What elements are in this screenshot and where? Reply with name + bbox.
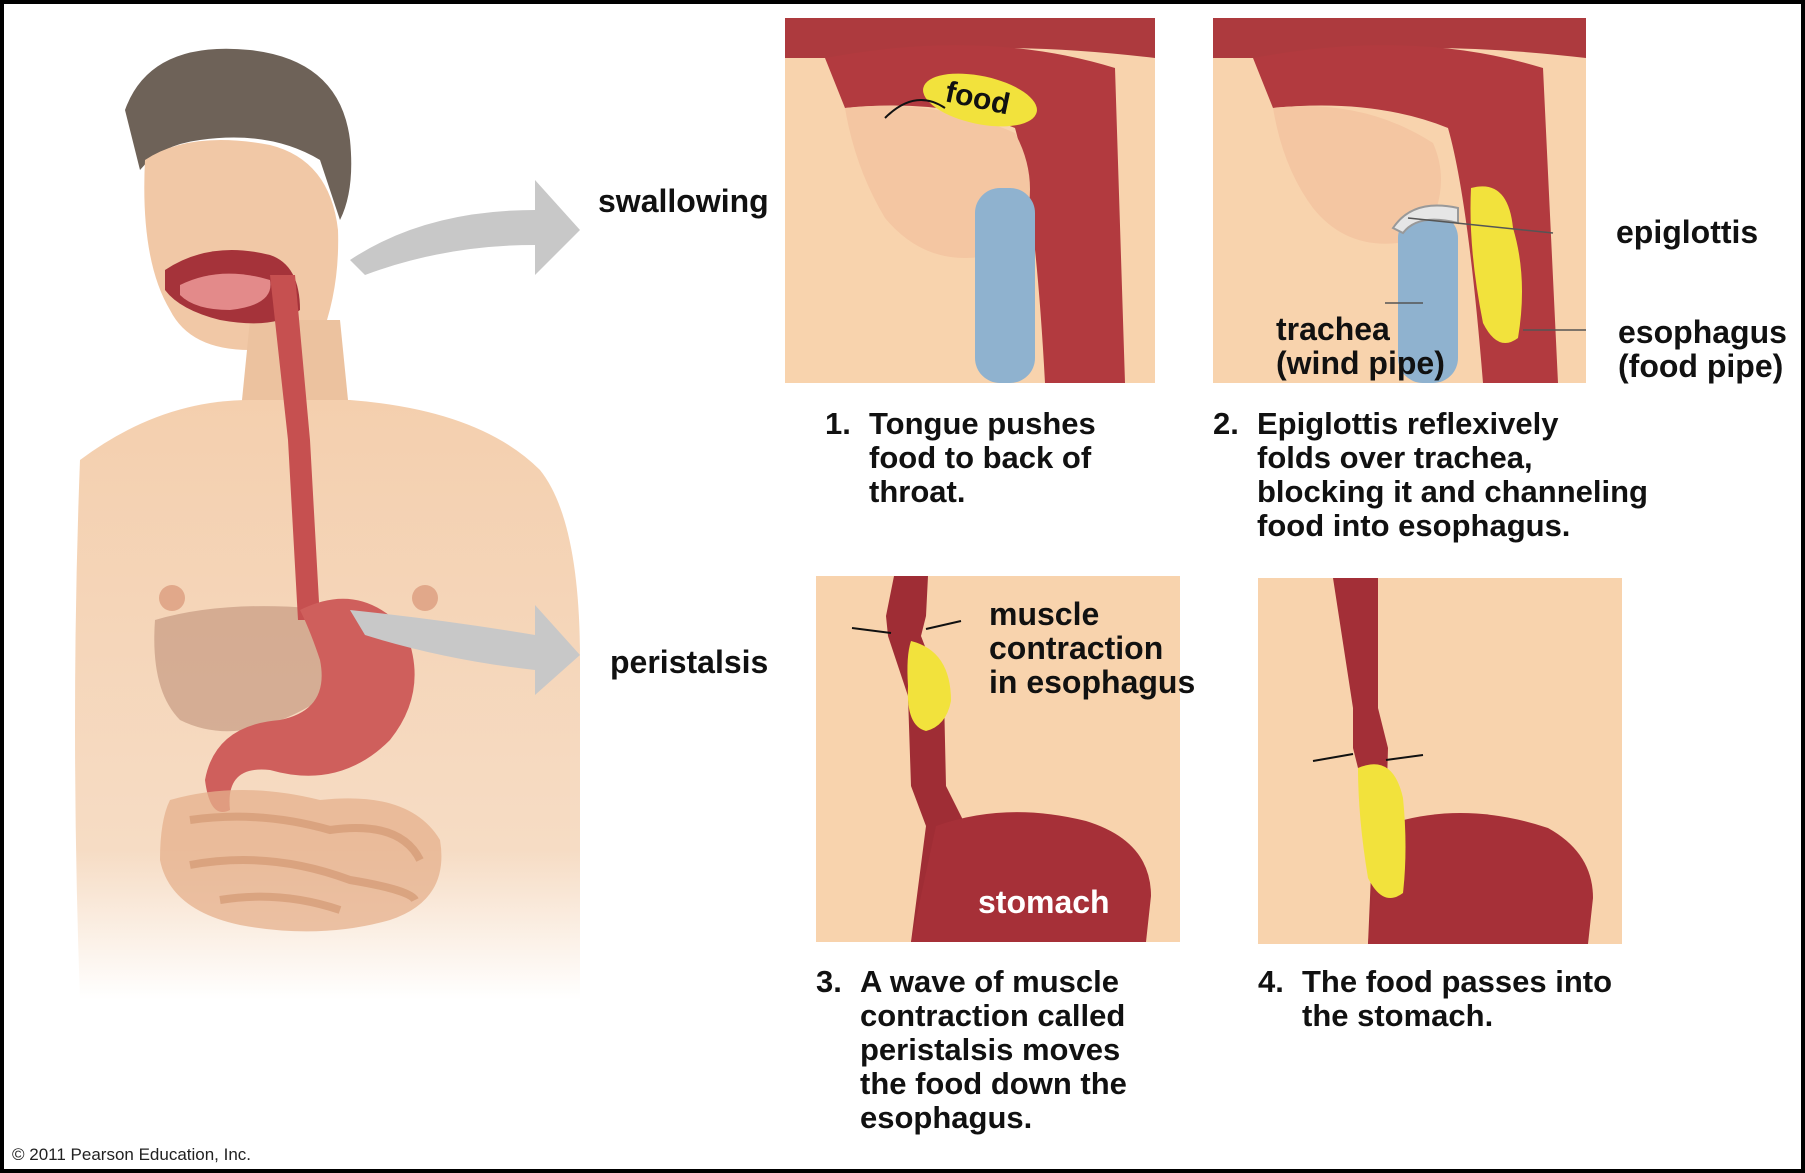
step-4-caption: 4. The food passes into the stomach. — [1258, 965, 1678, 1040]
label-esophagus: esophagus (food pipe) — [1618, 315, 1787, 383]
step-3-text: A wave of muscle contraction called peri… — [860, 965, 1127, 1135]
label-swallowing: swallowing — [598, 184, 769, 218]
step-3-caption: 3. A wave of muscle contraction called p… — [816, 965, 1176, 1140]
label-stomach: stomach — [978, 885, 1110, 919]
nipple-left — [159, 585, 185, 611]
trachea-1 — [975, 188, 1035, 383]
label-muscle-contraction: muscle contraction in esophagus — [989, 597, 1195, 699]
label-trachea: trachea (wind pipe) — [1276, 312, 1445, 380]
copyright-notice: © 2011 Pearson Education, Inc. — [12, 1145, 251, 1165]
peristalsis-arrow — [345, 590, 585, 700]
label-peristalsis: peristalsis — [610, 645, 768, 679]
step-2-caption: 2. Epiglottis reflexively folds over tra… — [1213, 407, 1693, 547]
label-epiglottis: epiglottis — [1616, 215, 1758, 249]
step-1-caption: 1. Tongue pushes food to back of throat. — [825, 407, 1165, 517]
step-1-number: 1. — [825, 407, 851, 441]
panel-4 — [1258, 578, 1622, 944]
swallowing-arrow — [345, 170, 585, 280]
step-4-text: The food passes into the stomach. — [1302, 965, 1612, 1033]
step-3-number: 3. — [816, 965, 842, 999]
step-4-number: 4. — [1258, 965, 1284, 999]
panel-1 — [785, 18, 1155, 383]
step-2-text: Epiglottis reflexively folds over trache… — [1257, 407, 1648, 543]
step-2-number: 2. — [1213, 407, 1239, 441]
step-1-text: Tongue pushes food to back of throat. — [869, 407, 1096, 509]
